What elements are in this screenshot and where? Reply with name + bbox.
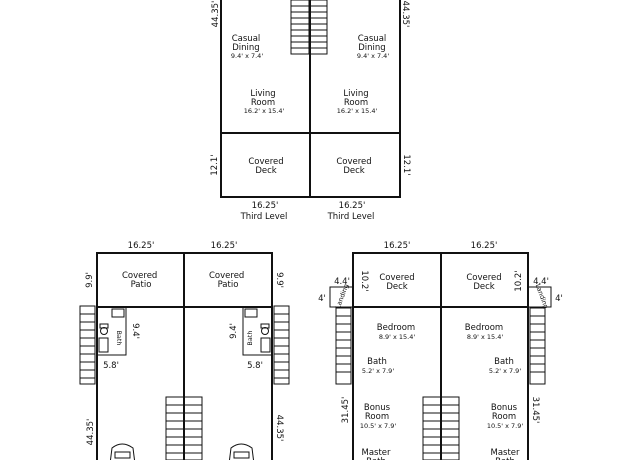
bath-size: 5.2' x 7.9' [362, 367, 394, 375]
bathtub-icon [260, 337, 271, 353]
deck-depth-dimension: 12.1' [210, 154, 220, 175]
toilet-icon [260, 323, 270, 335]
casual-dining-size: 9.4' x 7.4' [231, 52, 263, 60]
bonus-room-size: 10.5' x 7.9' [487, 422, 524, 430]
deck-depth-dimension: 12.1' [401, 154, 411, 175]
stairs-icon [290, 0, 328, 55]
bedroom-label: Bedroom [377, 323, 415, 333]
bonus-room-size: 10.5' x 7.9' [360, 422, 397, 430]
covered-patio-label: Covered Patio [122, 271, 160, 290]
bath-label: Bath [367, 357, 387, 367]
depth-dimension: 31.45' [341, 397, 351, 424]
covered-patio-name: Covered [209, 271, 244, 281]
landing-width-dimension: 4.4' [533, 277, 549, 287]
landing-depth-dimension: 4' [555, 294, 563, 304]
width-dimension: 16.25' [471, 241, 498, 251]
stairs-icon [79, 305, 96, 385]
third-level-plan [220, 0, 401, 198]
covered-patio-name-line2: Patio [218, 280, 239, 290]
bedroom-size: 8.9' x 15.4' [467, 333, 504, 341]
toilet-icon [99, 323, 109, 335]
bath-label: Bath [246, 330, 254, 345]
depth-dimension: 31.45' [530, 397, 540, 424]
depth-dimension: 44.35' [400, 1, 410, 28]
width-dimension: 16.25' [128, 241, 155, 251]
stairs-icon [273, 305, 290, 385]
master-label: MasterBath [361, 448, 391, 460]
car-icon [228, 443, 255, 460]
car-icon [109, 443, 136, 460]
casual-dining-size: 9.4' x 7.4' [357, 52, 389, 60]
stairs-icon [422, 396, 460, 460]
bath-width-dimension: 5.8' [247, 361, 263, 371]
depth-dimension: 44.35' [86, 419, 96, 446]
covered-patio-name: Covered [122, 271, 157, 281]
landing-left [329, 286, 354, 308]
living-room-size: 16.2' x 15.4' [337, 107, 378, 115]
depth-dimension: 44.35' [211, 1, 221, 28]
deck-depth-dimension: 10.2' [514, 270, 524, 291]
sink-icon [244, 308, 258, 318]
sink-icon [111, 308, 125, 318]
width-dimension: 16.25' [384, 241, 411, 251]
bath-label: Bath [115, 330, 123, 345]
bedroom-label: Bedroom [465, 323, 503, 333]
depth-dimension: 44.35' [274, 415, 284, 442]
patio-depth-dimension: 9.9' [274, 272, 284, 288]
landing-depth-dimension: 4' [318, 294, 326, 304]
level-label: Third Level [327, 212, 375, 222]
width-dimension: 16.25' [211, 241, 238, 251]
covered-patio-name-line2: Patio [131, 280, 152, 290]
deck-depth-dimension: 10.2' [359, 270, 369, 291]
stairs-icon [165, 396, 203, 460]
bath-depth-dimension: 9.4' [130, 323, 140, 339]
bedroom-size: 8.9' x 15.4' [379, 333, 416, 341]
landing-right [527, 286, 552, 308]
stairs-icon [529, 307, 546, 385]
covered-patio-label: Covered Patio [209, 271, 247, 290]
bath-width-dimension: 5.8' [103, 361, 119, 371]
width-dimension: 16.25' [339, 201, 366, 211]
width-dimension: 16.25' [252, 201, 279, 211]
bath-depth-dimension: 9.4' [229, 323, 239, 339]
bath-size: 5.2' x 7.9' [489, 367, 521, 375]
level-label: Third Level [240, 212, 288, 222]
stairs-icon [335, 307, 352, 385]
landing-width-dimension: 4.4' [334, 277, 350, 287]
bath-label: Bath [494, 357, 514, 367]
bathtub-icon [98, 337, 109, 353]
master-label: MasterBath [490, 448, 520, 460]
living-room-size: 16.2' x 15.4' [244, 107, 285, 115]
patio-depth-dimension: 9.9' [85, 272, 95, 288]
